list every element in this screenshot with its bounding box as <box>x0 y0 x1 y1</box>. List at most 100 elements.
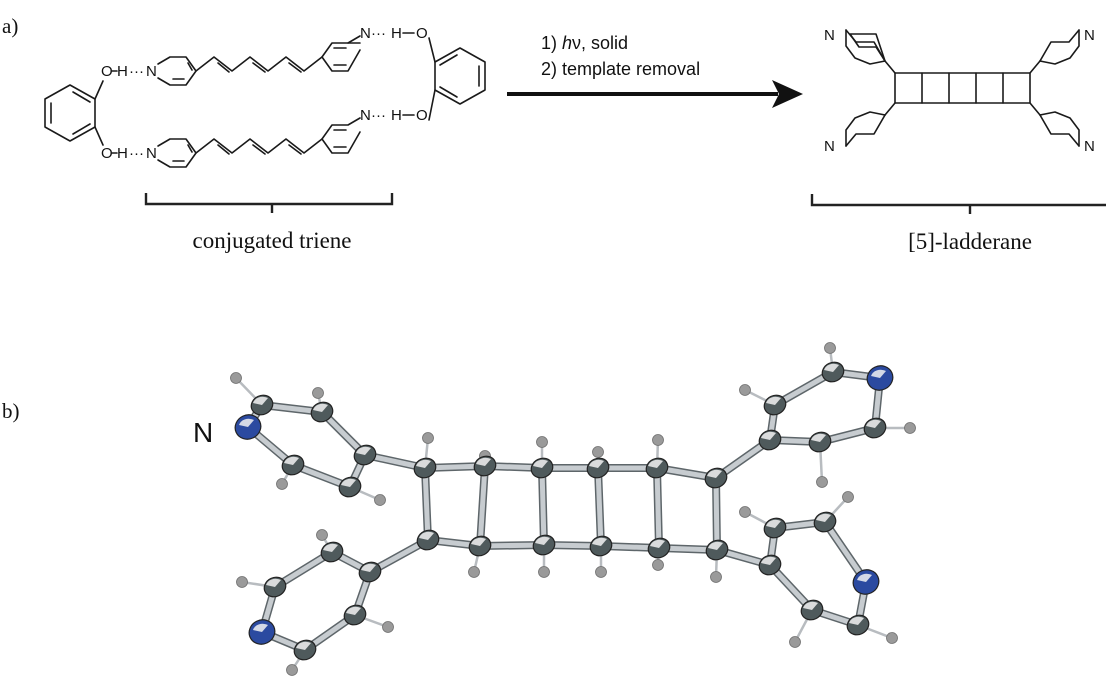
atom-n-bottom-left: N <box>824 138 835 155</box>
condition-1-h: h <box>562 33 572 53</box>
atom-o-lower-left: O <box>101 145 113 162</box>
hbond-upper-left: ··· <box>129 63 144 80</box>
crystal-h-atom-2 <box>536 436 548 448</box>
hbond-upper-right: ··· <box>371 25 386 42</box>
crystal-bond-12 <box>539 465 547 548</box>
crystal-h-atom-18 <box>739 384 751 396</box>
crystal-structure <box>230 342 916 676</box>
crystal-atom-highlight-c5 <box>648 459 663 468</box>
crystal-h-atom-12 <box>276 478 288 490</box>
reaction-condition-2: 2) template removal <box>541 59 700 79</box>
crystal-atom-highlight-d3 <box>535 536 550 545</box>
crystal-h-atom-5 <box>468 566 480 578</box>
pyridine-lower-right <box>321 117 361 154</box>
crystal-atom-highlight-b2 <box>323 543 338 552</box>
crystal-atom-highlight-a3 <box>253 396 268 405</box>
atom-n-lower-right: N <box>360 107 371 124</box>
ladderane-core <box>884 60 1041 116</box>
crystal-atom-highlight-a2 <box>313 403 328 412</box>
crystal-atom-highlight-an <box>239 418 254 427</box>
pyridyl-bottom-right <box>1039 111 1080 147</box>
panel-label-b: b) <box>2 399 20 423</box>
reactant-bracket <box>144 193 394 213</box>
crystal-atom-highlight-b3 <box>266 578 281 587</box>
crystal-h-atom-20 <box>904 422 916 434</box>
crystal-atom-highlight-e6 <box>811 433 826 442</box>
crystal-h-atom-10 <box>312 387 324 399</box>
crystal-atom-highlight-c2 <box>476 457 491 466</box>
crystal-h-atom-15 <box>236 576 248 588</box>
atom-o-upper-left: O <box>101 63 113 80</box>
crystal-h-atom-13 <box>374 494 386 506</box>
crystal-atom-highlight-f3 <box>816 513 831 522</box>
reactant-label: conjugated triene <box>192 228 351 253</box>
atom-h-upper-left: H <box>117 63 128 80</box>
crystal-atom-highlight-d2 <box>471 537 486 546</box>
condition-1-suffix: , solid <box>581 33 628 53</box>
atom-n-top-right: N <box>1084 27 1095 44</box>
crystal-h-atom-0 <box>422 432 434 444</box>
triene-chain-upper <box>195 56 323 73</box>
crystal-atom-highlight-d1 <box>419 531 434 540</box>
crystal-h-atom-16 <box>286 664 298 676</box>
panel-label-a: a) <box>2 14 18 38</box>
crystal-h-atom-23 <box>842 491 854 503</box>
atom-n-upper-right: N <box>360 25 371 42</box>
left-resorcinol-ring <box>44 80 104 146</box>
right-resorcinol-ring <box>428 37 486 121</box>
product-bracket <box>810 194 1106 214</box>
crystal-atom-highlight-d5 <box>650 539 665 548</box>
crystal-h-atom-24 <box>886 632 898 644</box>
crystal-atom-highlight-c1 <box>416 459 431 468</box>
crystal-atom-highlight-c3 <box>533 459 548 468</box>
crystal-atom-highlight-d4 <box>592 537 607 546</box>
atom-n-top-left: N <box>824 27 835 44</box>
crystal-atom-highlight-c6 <box>707 469 722 478</box>
atom-n-lower-left: N <box>146 145 157 162</box>
reaction-arrow <box>507 80 803 108</box>
crystal-h-atom-4 <box>652 434 664 446</box>
product-label: [5]-ladderane <box>908 229 1032 254</box>
crystal-h-atom-8 <box>652 559 664 571</box>
crystal-atom-highlight-e1 <box>761 431 776 440</box>
condition-1-prefix: 1) <box>541 33 562 53</box>
crystal-h-atom-9 <box>710 571 722 583</box>
crystal-atom-highlight-f1 <box>761 556 776 565</box>
pyridyl-bottom-left <box>845 111 886 147</box>
crystal-atom-highlight-b6 <box>346 606 361 615</box>
crystal-atom-highlight-e2 <box>766 396 781 405</box>
crystal-h-atom-11 <box>230 372 242 384</box>
crystal-atom-highlight-f2 <box>766 519 781 528</box>
crystal-bond-14 <box>654 465 662 551</box>
crystal-atom-highlight-b1 <box>361 563 376 572</box>
atom-h-lower-left: H <box>117 145 128 162</box>
pyridine-upper-left <box>157 56 197 86</box>
crystal-bond-43 <box>767 562 815 613</box>
condition-1-nu: ν <box>572 33 581 53</box>
crystal-h-atom-25 <box>789 636 801 648</box>
crystal-bond-11 <box>477 463 488 549</box>
hbond-lower-right: ··· <box>371 107 386 124</box>
atom-h-upper-right: H <box>391 25 402 42</box>
crystal-h-atom-21 <box>816 476 828 488</box>
crystal-bond-10 <box>422 465 431 543</box>
crystal-h-atom-14 <box>316 529 328 541</box>
atom-n-upper-left: N <box>146 63 157 80</box>
hbond-lower-left: ··· <box>129 145 144 162</box>
pyridine-lower-left <box>157 138 197 168</box>
crystal-atom-highlight-a6 <box>341 478 356 487</box>
crystal-h-atom-6 <box>538 566 550 578</box>
crystal-h-atom-19 <box>824 342 836 354</box>
reactant-structure: O H ··· N O H ··· N N ·· <box>44 25 486 253</box>
crystal-atom-highlight-e5 <box>866 419 881 428</box>
crystal-atom-highlight-d6 <box>708 541 723 550</box>
pyridyl-top-right <box>1039 29 1080 65</box>
atom-h-lower-right: H <box>391 107 402 124</box>
crystal-n-label: N <box>193 417 213 448</box>
crystal-atom-highlight-bn <box>253 623 268 632</box>
crystal-bond-13 <box>595 465 604 549</box>
atom-o-lower-right: O <box>416 107 428 124</box>
product-structure: N N N N [5]-ladderane <box>810 27 1106 254</box>
atom-o-upper-right: O <box>416 25 428 42</box>
